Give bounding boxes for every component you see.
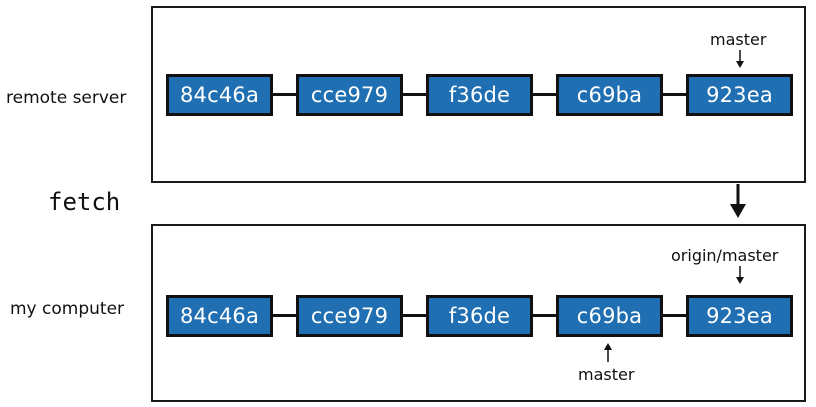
remote-commit-4: c69ba (556, 74, 663, 116)
commit-link (402, 314, 426, 317)
commit-link (272, 93, 296, 96)
remote-master-pointer-arrow (736, 50, 744, 68)
local-master-ref-label: master (578, 365, 635, 384)
remote-commit-1: 84c46a (166, 74, 273, 116)
remote-commit-3: f36de (426, 74, 533, 116)
commit-link (662, 93, 686, 96)
fetch-direction-arrow (730, 184, 746, 218)
remote-commit-5: 923ea (686, 74, 793, 116)
commit-link (662, 314, 686, 317)
commit-link (532, 93, 556, 96)
commit-link (532, 314, 556, 317)
remote-server-label: remote server (6, 88, 127, 108)
origin-master-pointer-arrow (736, 266, 744, 284)
my-computer-label: my computer (10, 299, 125, 319)
commit-link (272, 314, 296, 317)
local-commit-2: cce979 (296, 295, 403, 337)
fetch-command-label: fetch (48, 188, 121, 216)
local-commit-1: 84c46a (166, 295, 273, 337)
remote-master-ref-label: master (710, 30, 767, 49)
origin-master-ref-label: origin/master (671, 246, 779, 265)
local-commit-4: c69ba (556, 295, 663, 337)
local-commit-5: 923ea (686, 295, 793, 337)
remote-commit-2: cce979 (296, 74, 403, 116)
local-commit-3: f36de (426, 295, 533, 337)
commit-link (402, 93, 426, 96)
local-master-pointer-arrow (604, 343, 612, 362)
